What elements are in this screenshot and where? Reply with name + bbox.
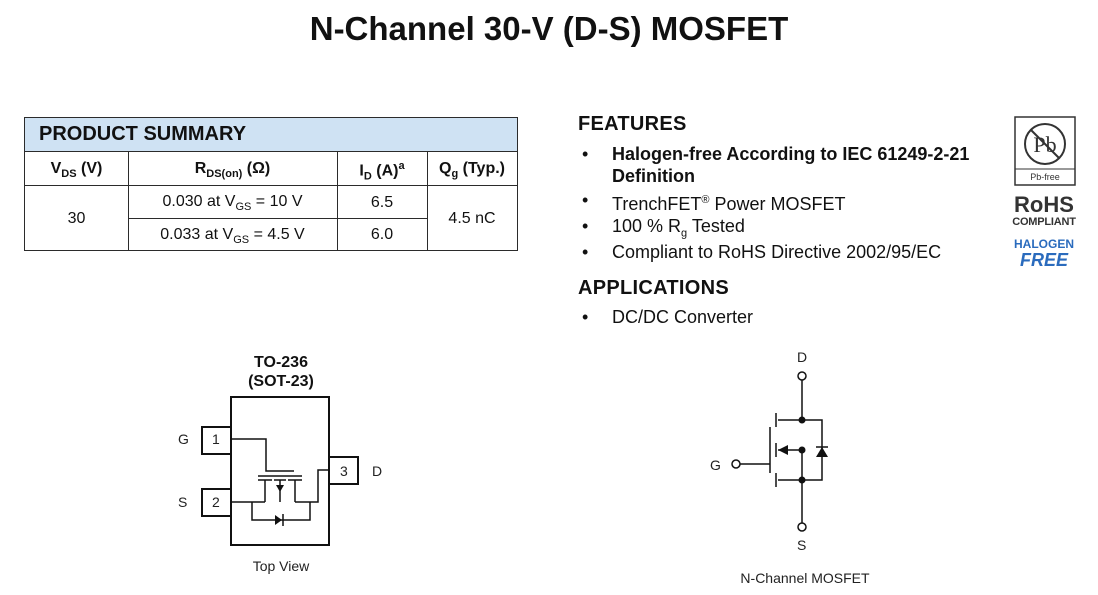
feature-item: • 100 % Rg Tested	[582, 216, 745, 240]
symbol-source-label: S	[797, 537, 807, 553]
package-diagram	[201, 396, 359, 546]
pin3-label: D	[372, 463, 383, 479]
pb-free-icon: Pb Pb-free	[1014, 116, 1076, 186]
symbol-drain-label: D	[797, 349, 808, 365]
col-header-vds: VDS (V)	[50, 160, 103, 181]
free-label: FREE	[1019, 250, 1068, 270]
mosfet-symbol	[731, 371, 828, 532]
symbol-gate-label: G	[710, 457, 721, 473]
rohs-label: RoHS	[1014, 192, 1074, 217]
col-header-qg: Qg (Typ.)	[439, 160, 505, 181]
top-view-caption: Top View	[252, 558, 310, 574]
pin2-number: 2	[212, 494, 220, 510]
id-row-2: 6.0	[370, 226, 394, 243]
product-summary-header: PRODUCT SUMMARY	[25, 118, 517, 152]
page-title: N-Channel 30-V (D-S) MOSFET	[309, 10, 789, 47]
pin2-label: S	[178, 494, 188, 510]
feature-item: • Halogen-free According to IEC 61249-2-…	[582, 144, 970, 186]
vds-value: 30	[67, 210, 86, 227]
package-name: TO-236	[254, 354, 308, 371]
pin1-number: 1	[212, 431, 220, 447]
rohs-badge: RoHS COMPLIANT	[1012, 192, 1076, 229]
halogen-free-badge: HALOGEN FREE	[1012, 237, 1076, 269]
feature-item: • TrenchFET® Power MOSFET	[582, 190, 846, 214]
qg-value: 4.5 nC	[448, 210, 496, 227]
feature-item: • Compliant to RoHS Directive 2002/95/EC	[582, 242, 942, 262]
pin1-label: G	[178, 431, 189, 447]
id-row-1: 6.5	[370, 194, 394, 211]
rds-row-1: 0.030 at VGS = 10 V	[162, 193, 303, 214]
pin3-number: 3	[340, 463, 348, 479]
col-header-id: ID (A)a	[359, 160, 405, 183]
product-summary-table: PRODUCT SUMMARY VDS (V) RDS(on) (Ω) ID (…	[24, 117, 518, 251]
symbol-caption: N-Channel MOSFET	[740, 570, 870, 586]
product-summary-title: PRODUCT SUMMARY	[39, 123, 247, 145]
rds-row-2: 0.033 at VGS = 4.5 V	[160, 226, 305, 247]
col-header-rds: RDS(on) (Ω)	[194, 160, 271, 181]
halogen-label: HALOGEN	[1014, 237, 1074, 251]
pb-symbol: Pb	[1033, 132, 1056, 157]
package-alt-name: (SOT-23)	[248, 373, 314, 390]
pb-free-label: Pb-free	[1030, 172, 1060, 182]
compliant-label: COMPLIANT	[1012, 216, 1076, 228]
features-heading: FEATURES	[578, 113, 687, 135]
applications-heading: APPLICATIONS	[578, 277, 730, 299]
application-item: • DC/DC Converter	[582, 307, 754, 327]
